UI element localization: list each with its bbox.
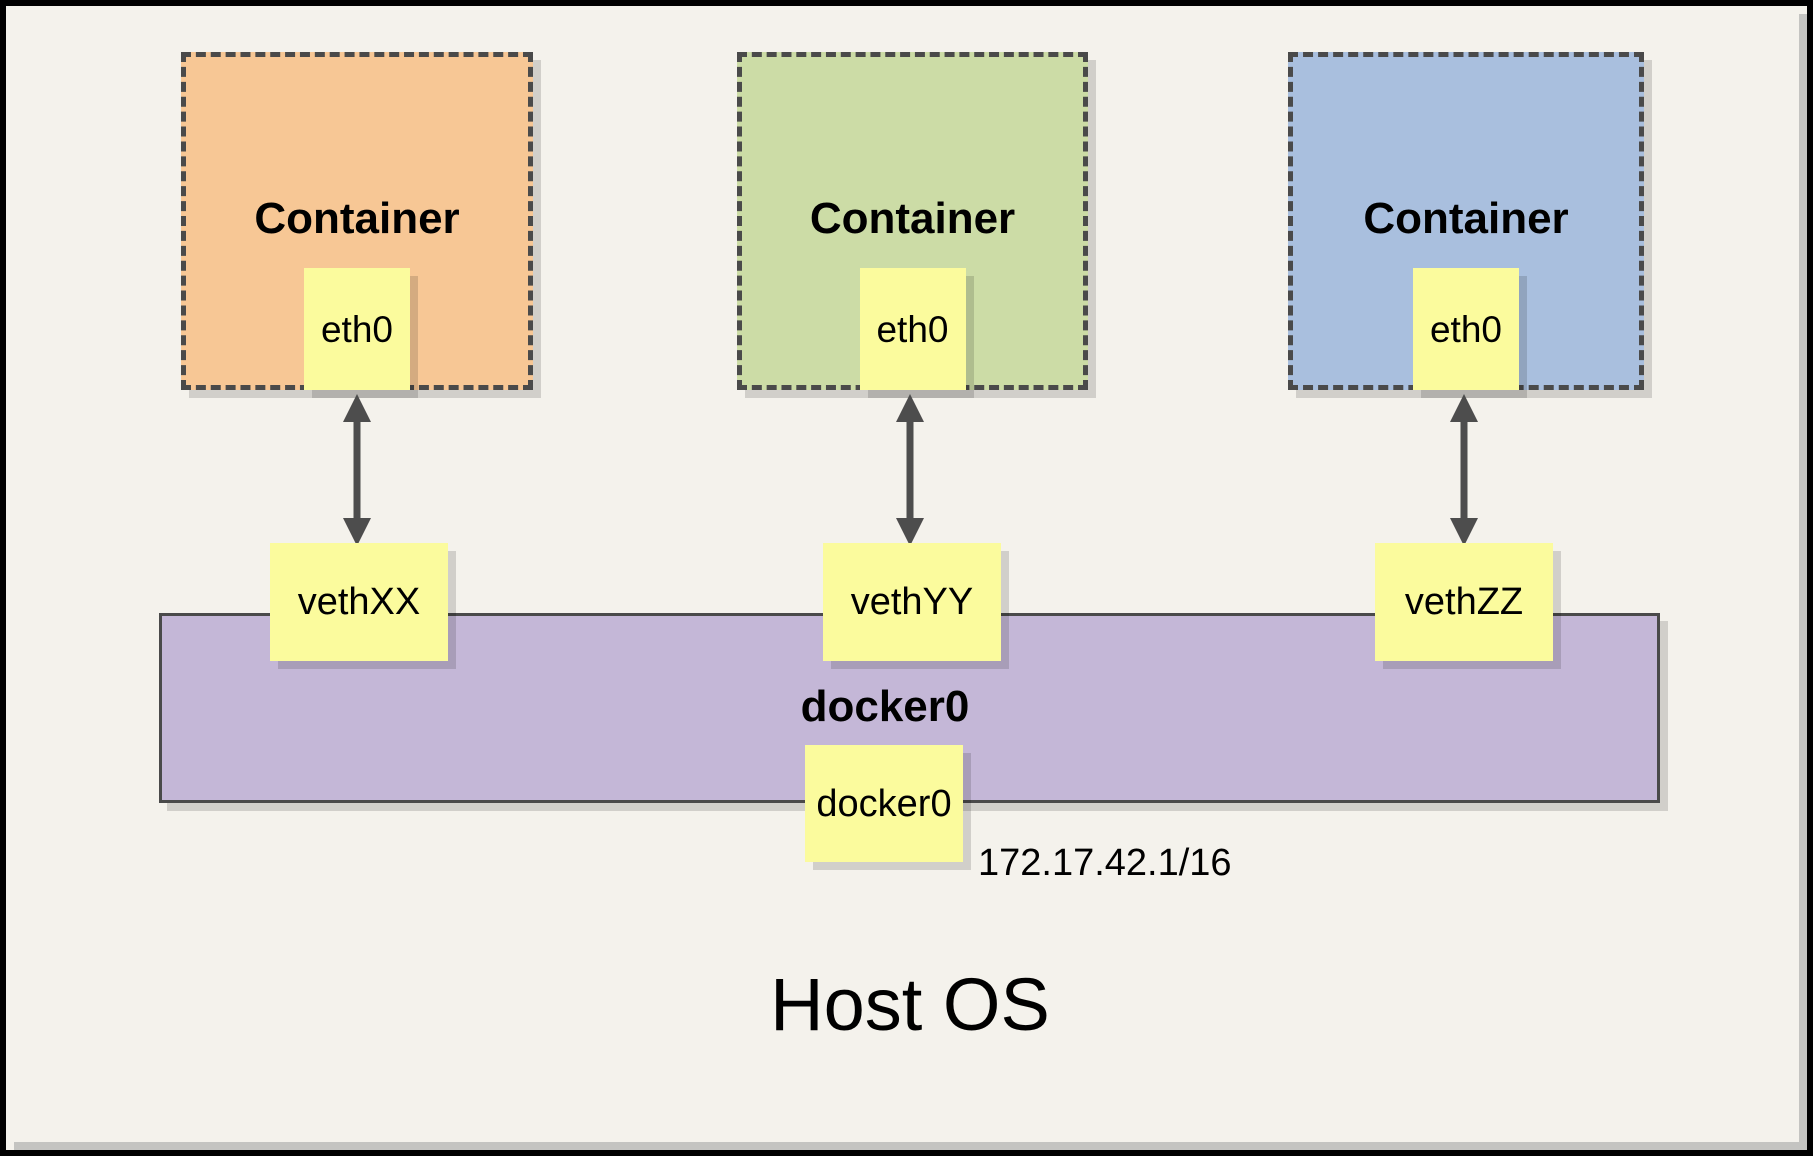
- docker0-ip-address: 172.17.42.1/16: [978, 842, 1232, 884]
- container-1-eth0-box: eth0: [304, 268, 410, 390]
- container-2-eth0-box: eth0: [859, 268, 966, 390]
- container-1-label: Container: [254, 194, 460, 243]
- double-headed-arrow-icon-1: [343, 394, 371, 546]
- vethXX-box: vethXX: [270, 543, 448, 661]
- host-os-label: Host OS: [770, 963, 1050, 1046]
- container-box-2: Container eth0: [737, 52, 1088, 390]
- container-1-eth0-label: eth0: [320, 308, 393, 350]
- container-3-label: Container: [1363, 194, 1569, 243]
- vethYY-box: vethYY: [823, 543, 1001, 661]
- docker0-interface-box: docker0: [805, 745, 963, 862]
- vethZZ-label: vethZZ: [1404, 581, 1524, 623]
- page-shadow-right: [1799, 14, 1807, 1150]
- container-2-eth0-label: eth0: [876, 308, 949, 350]
- vethXX-label: vethXX: [297, 581, 421, 623]
- container-2-label: Container: [809, 194, 1016, 243]
- docker0-interface-label: docker0: [816, 782, 952, 825]
- vethYY-label: vethYY: [850, 581, 974, 623]
- double-headed-arrow-icon-3: [1450, 394, 1478, 546]
- page-shadow-bottom: [14, 1142, 1807, 1150]
- docker0-bridge-label: docker0: [800, 682, 970, 731]
- container-3-eth0-label: eth0: [1429, 308, 1502, 350]
- container-box-3: Container eth0: [1288, 52, 1644, 390]
- vethZZ-box: vethZZ: [1375, 543, 1553, 661]
- container-box-1: Container eth0: [181, 52, 533, 390]
- double-headed-arrow-icon-2: [896, 394, 924, 546]
- container-3-eth0-box: eth0: [1413, 268, 1519, 390]
